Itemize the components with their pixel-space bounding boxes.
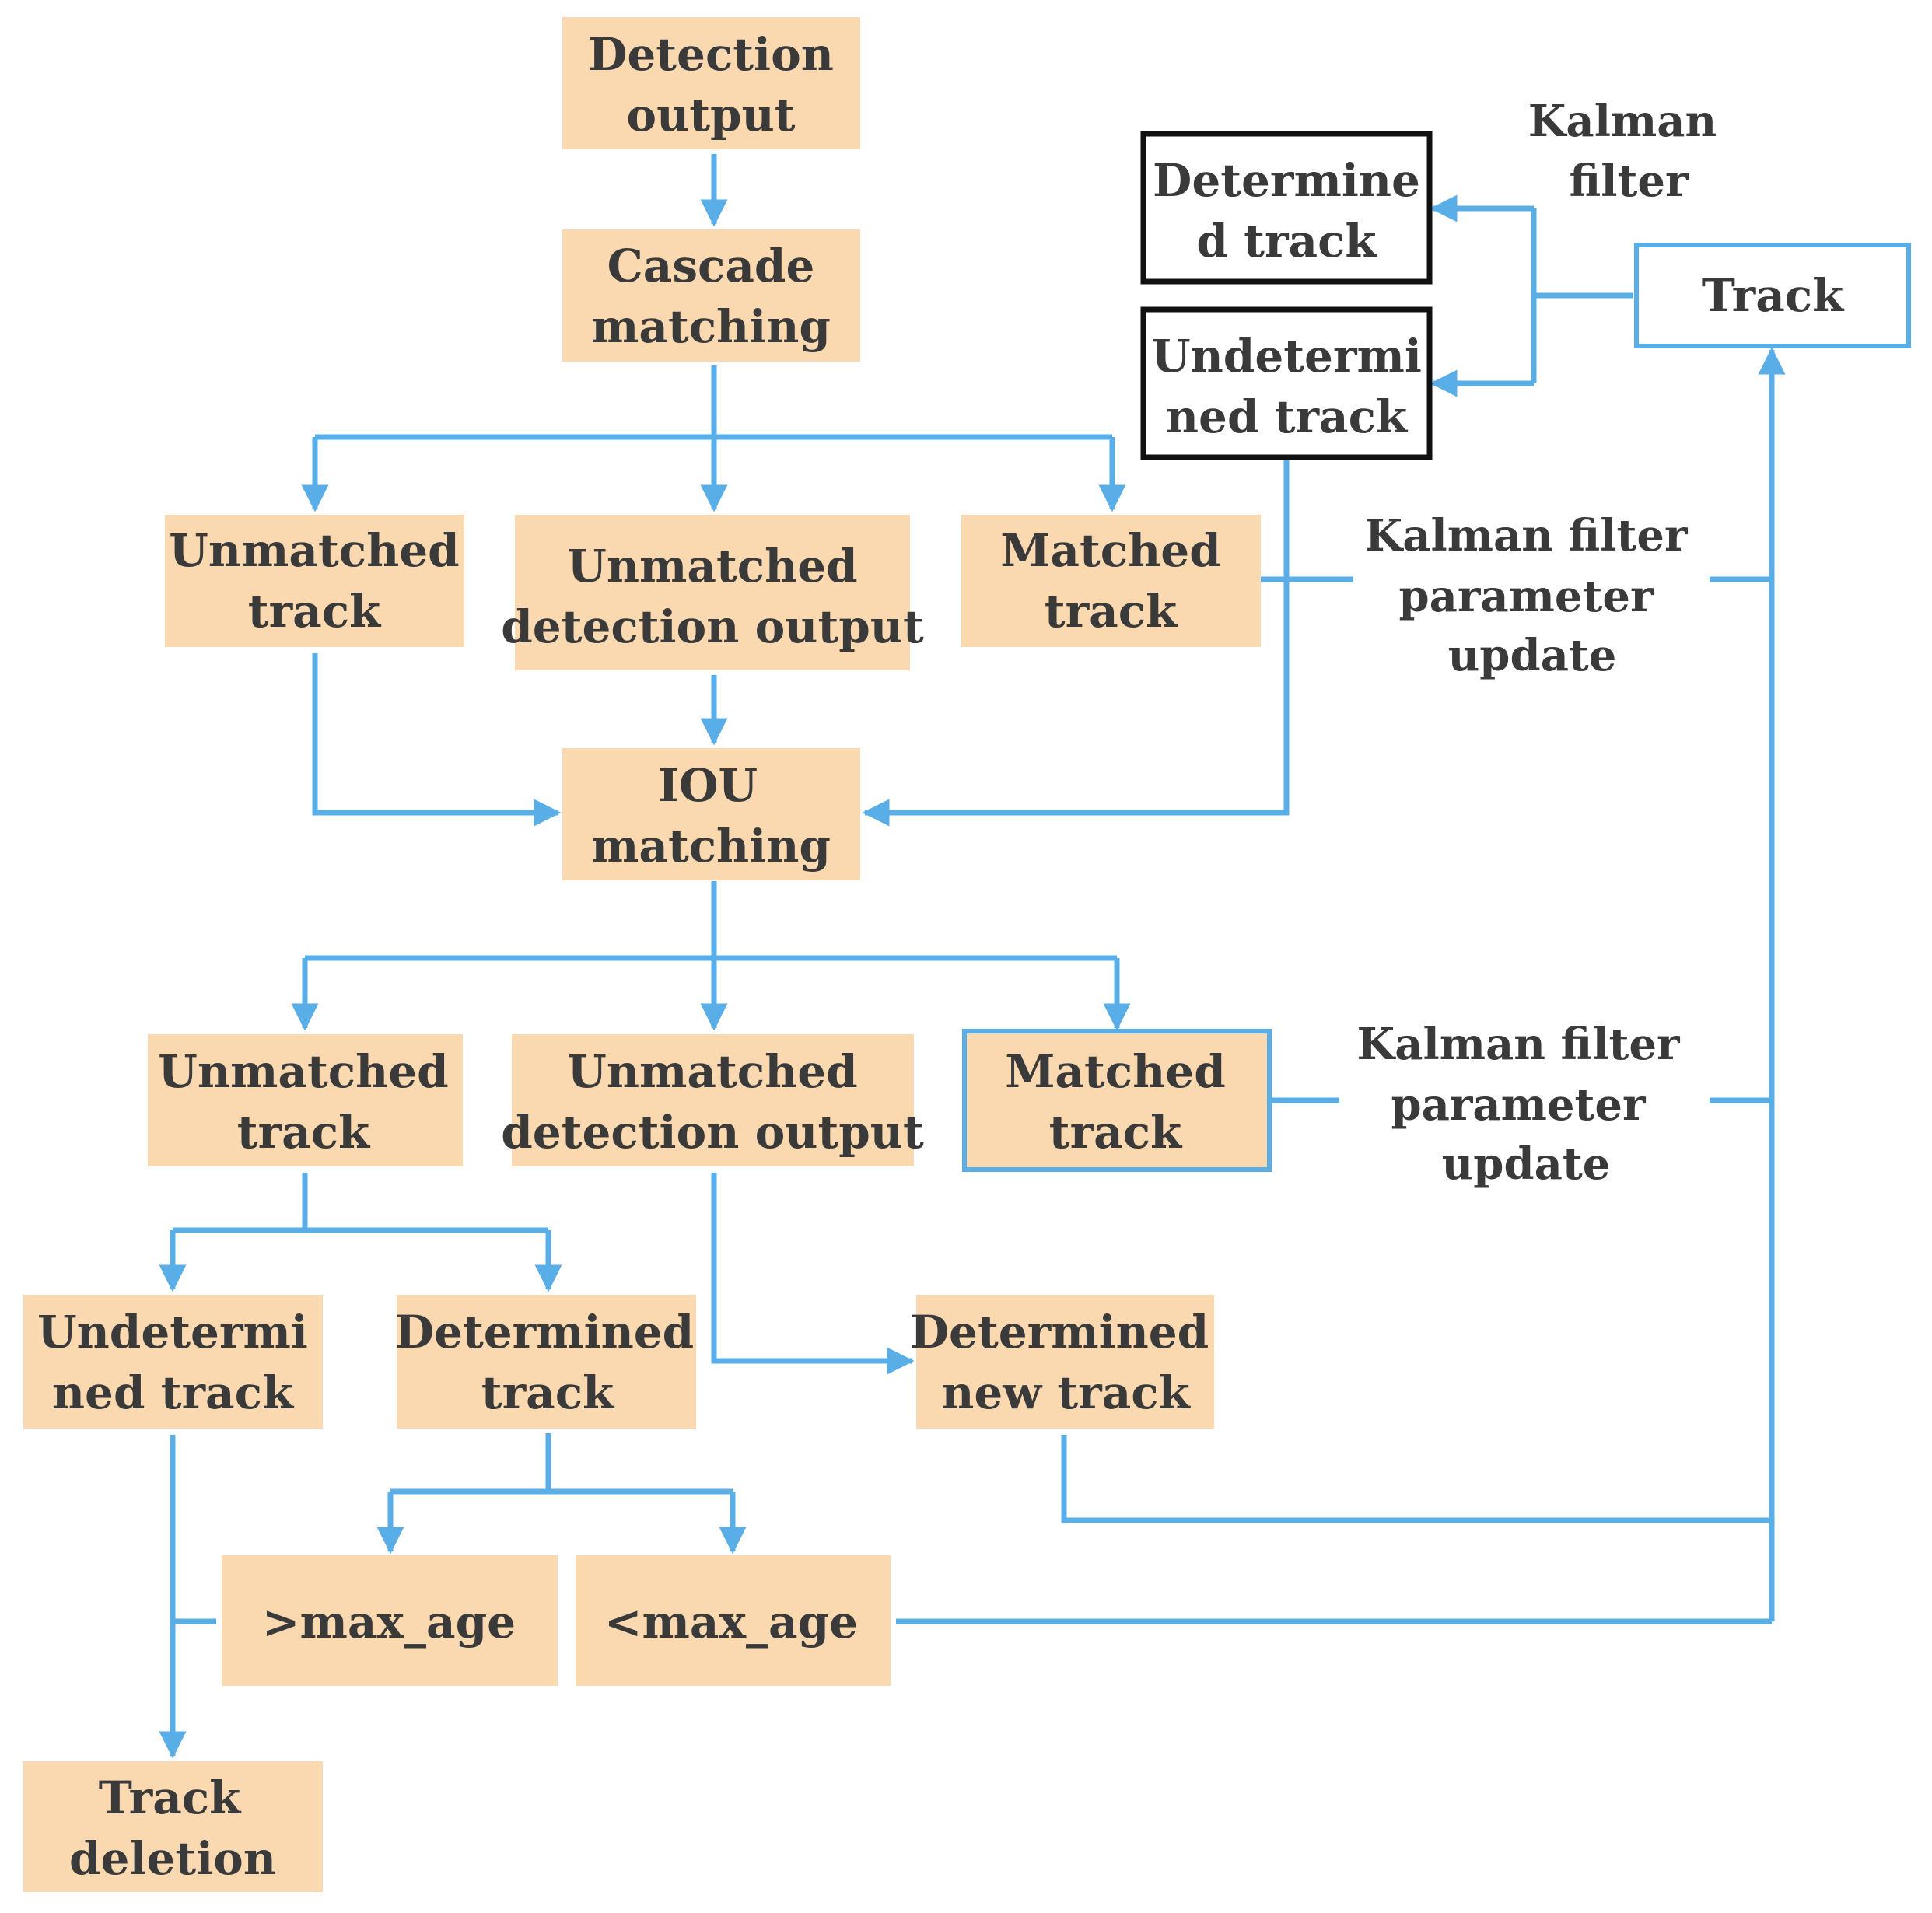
node-line: track — [248, 585, 382, 638]
unmatched-detection-node-1: Unmatched detection output — [501, 515, 924, 670]
node-line: Determined — [910, 1306, 1209, 1359]
label-line: Kalman — [1528, 96, 1717, 147]
boxes: Detection output Cascade matching Unmatc… — [23, 17, 1911, 1892]
node-line: Matched — [1000, 524, 1221, 577]
label-line: update — [1448, 630, 1617, 681]
arrow-unmatched-track-to-iou — [312, 653, 562, 827]
node-line: Matched — [1005, 1045, 1226, 1098]
node-line: detection output — [501, 1106, 924, 1159]
node-line: Track — [99, 1771, 242, 1824]
node-line: Unmatched — [158, 1045, 448, 1098]
node-line: >max_age — [262, 1596, 516, 1649]
node-line: Determine — [1153, 154, 1420, 207]
kalman-update-label-2: Kalman filter parameter update — [1357, 1019, 1681, 1190]
connectors — [159, 154, 1786, 1759]
node-line: matching — [591, 820, 831, 873]
undetermined-track-node-top: Undetermi ned track — [1140, 306, 1433, 460]
node-line: Cascade — [607, 240, 815, 292]
lt-max-age-node: <max_age — [576, 1555, 891, 1686]
node-line: Unmatched — [567, 1045, 857, 1098]
matched-track-node-1: Matched track — [961, 515, 1261, 647]
node-line: Undetermi — [37, 1306, 308, 1359]
node-line: IOU — [658, 759, 758, 812]
unmatched-track-node-1: Unmatched track — [165, 515, 464, 647]
labels: Kalman filter Kalman filter parameter up… — [1357, 96, 1717, 1190]
node-line: track — [237, 1106, 371, 1159]
determined-track-node-bottom: Determined track — [395, 1295, 696, 1429]
arrow-to-determined-new-track — [711, 1173, 915, 1375]
node-line: track — [1045, 585, 1178, 638]
line-new-track-to-bus — [1061, 1435, 1772, 1523]
node-line: Undetermi — [1151, 330, 1422, 383]
node-line: matching — [591, 300, 831, 353]
node-line: Unmatched — [567, 540, 857, 593]
determined-track-node-top: Determine d track — [1140, 131, 1433, 285]
node-line: <max_age — [604, 1596, 858, 1649]
node-line: Track — [1702, 269, 1845, 322]
gt-max-age-node: >max_age — [222, 1555, 558, 1686]
node-line: ned track — [52, 1366, 295, 1419]
node-line: deletion — [69, 1832, 276, 1885]
label-line: update — [1442, 1138, 1611, 1190]
node-line: track — [481, 1366, 615, 1419]
node-line: d track — [1196, 215, 1377, 268]
unmatched-track-node-2: Unmatched track — [148, 1034, 463, 1166]
undetermined-track-node-bottom: Undetermi ned track — [23, 1295, 323, 1429]
node-line: Detection — [588, 28, 834, 81]
kalman-update-label-1: Kalman filter parameter update — [1365, 510, 1689, 681]
label-line: parameter — [1391, 1079, 1647, 1131]
node-line: Unmatched — [169, 524, 459, 577]
label-line: filter — [1570, 156, 1689, 207]
track-deletion-node: Track deletion — [23, 1761, 323, 1892]
node-line: track — [1049, 1106, 1183, 1159]
cascade-matching-node: Cascade matching — [562, 229, 860, 362]
node-line: ned track — [1166, 390, 1409, 443]
track-node: Track — [1634, 243, 1911, 348]
determined-new-track-node: Determined new track — [910, 1295, 1214, 1429]
matched-track-node-2: Matched track — [962, 1029, 1272, 1172]
kalman-filter-label: Kalman filter — [1528, 96, 1717, 207]
node-line: output — [626, 89, 795, 142]
label-line: Kalman filter — [1365, 510, 1689, 561]
node-line: detection output — [501, 600, 924, 653]
iou-matching-node: IOU matching — [562, 748, 860, 880]
label-line: parameter — [1398, 571, 1654, 622]
node-line: Determined — [395, 1306, 694, 1359]
unmatched-detection-node-2: Unmatched detection output — [501, 1034, 924, 1166]
label-line: Kalman filter — [1357, 1019, 1681, 1070]
node-line: new track — [941, 1366, 1191, 1419]
detection-output-node: Detection output — [562, 17, 860, 149]
